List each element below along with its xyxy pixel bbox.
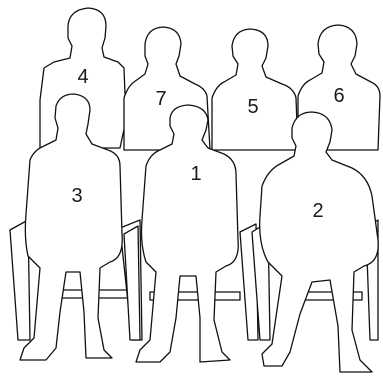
person-2-number: 2 [312,200,323,222]
person-5-figure: 5 [212,29,298,150]
person-2-figure: 2 [260,112,379,372]
person-2-silhouette [260,112,379,372]
person-4-number: 4 [77,66,88,88]
person-5-silhouette [212,29,298,150]
person-1-number: 1 [190,163,201,185]
person-5-number: 5 [247,96,258,118]
person-3-number: 3 [71,185,82,207]
person-7-number: 7 [155,88,166,110]
person-6-number: 6 [333,85,344,107]
